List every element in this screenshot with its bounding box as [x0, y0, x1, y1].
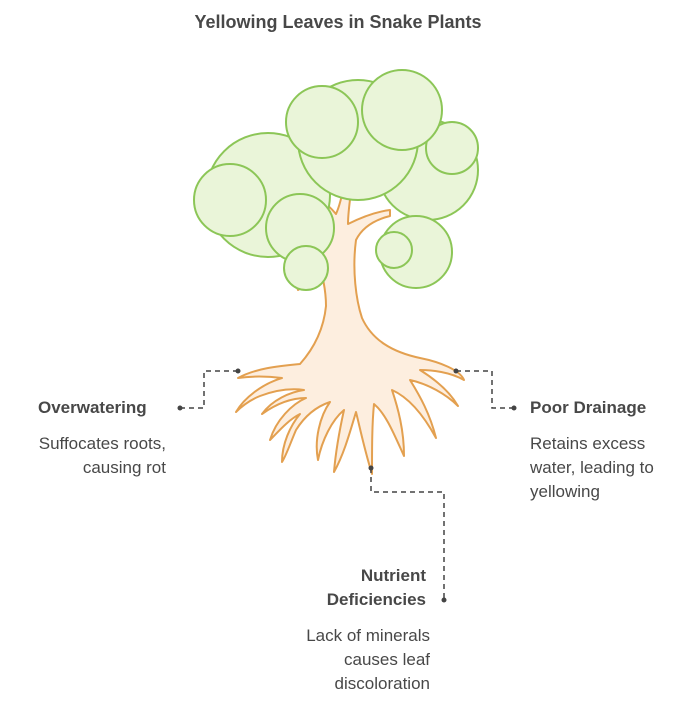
connector-dots	[177, 368, 517, 603]
connector-nutrient	[370, 468, 445, 600]
poor-drainage-description-line: water, leading to	[530, 458, 654, 477]
poor-drainage-heading: Poor Drainage	[530, 398, 647, 417]
tree-trunk-and-roots	[235, 183, 465, 475]
connector-poor-drainage	[456, 370, 512, 409]
diagram-title: Yellowing Leaves in Snake Plants	[194, 12, 482, 32]
overwatering-description-line: Suffocates roots,	[38, 434, 166, 453]
overwatering-heading: Overwatering	[38, 398, 147, 417]
poor-drainage-description: Retains excess water, leading to yellowi…	[530, 432, 654, 504]
nutrient-deficiencies-heading: Nutrient Deficiencies	[327, 564, 426, 612]
connector-lines	[182, 370, 512, 600]
overwatering-description: Suffocates roots, causing rot	[39, 432, 166, 480]
poor-drainage-description-line: yellowing	[530, 482, 600, 501]
overwatering-description-line: causing rot	[82, 458, 166, 477]
nutrient-heading-line: Nutrient	[360, 566, 426, 585]
nutrient-deficiencies-description: Lack of minerals causes leaf discolorati…	[306, 624, 430, 696]
nutrient-description-line: Lack of minerals	[306, 626, 430, 645]
connector-overwatering	[182, 370, 238, 409]
tree-foliage	[193, 69, 479, 291]
nutrient-heading-line: Deficiencies	[326, 590, 426, 609]
nutrient-description-line: discoloration	[334, 674, 430, 693]
nutrient-description-line: causes leaf	[344, 650, 430, 669]
poor-drainage-description-line: Retains excess	[530, 434, 646, 453]
